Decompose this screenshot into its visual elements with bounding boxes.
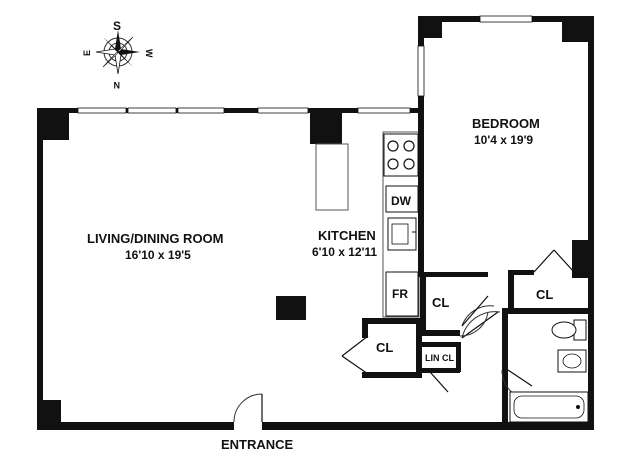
bedroom-name: BEDROOM — [472, 116, 540, 131]
bathroom-fixtures — [509, 319, 589, 423]
hall-closet-label: CL — [376, 340, 393, 355]
stove — [383, 133, 419, 177]
column — [276, 296, 306, 320]
compass-west-label: W — [144, 49, 154, 58]
outer-walls — [37, 16, 594, 430]
refrigerator — [385, 271, 419, 317]
bedroom-dims: 10'4 x 19'9 — [474, 133, 533, 147]
compass-east-label: E — [82, 50, 92, 56]
entrance-label: ENTRANCE — [221, 437, 294, 452]
kitchen-fixtures — [315, 131, 420, 318]
fridge-label: FR — [392, 287, 408, 301]
interior-walls — [362, 108, 594, 428]
windows — [77, 15, 533, 114]
living-room-name: LIVING/DINING ROOM — [87, 231, 224, 246]
living-room-dims: 16'10 x 19'5 — [125, 248, 191, 262]
compass-south-label: S — [113, 19, 121, 33]
kitchen-name: KITCHEN — [318, 228, 376, 243]
bedroom-closet-label: CL — [536, 287, 553, 302]
doors — [233, 249, 575, 423]
compass-north-label: N — [114, 80, 121, 90]
compass-rose — [95, 30, 140, 75]
kitchen-closet-label: CL — [432, 295, 449, 310]
linen-closet-label: LIN CL — [425, 353, 454, 363]
dishwasher-label: DW — [391, 194, 412, 208]
kitchen-dims: 6'10 x 12'11 — [312, 245, 377, 259]
